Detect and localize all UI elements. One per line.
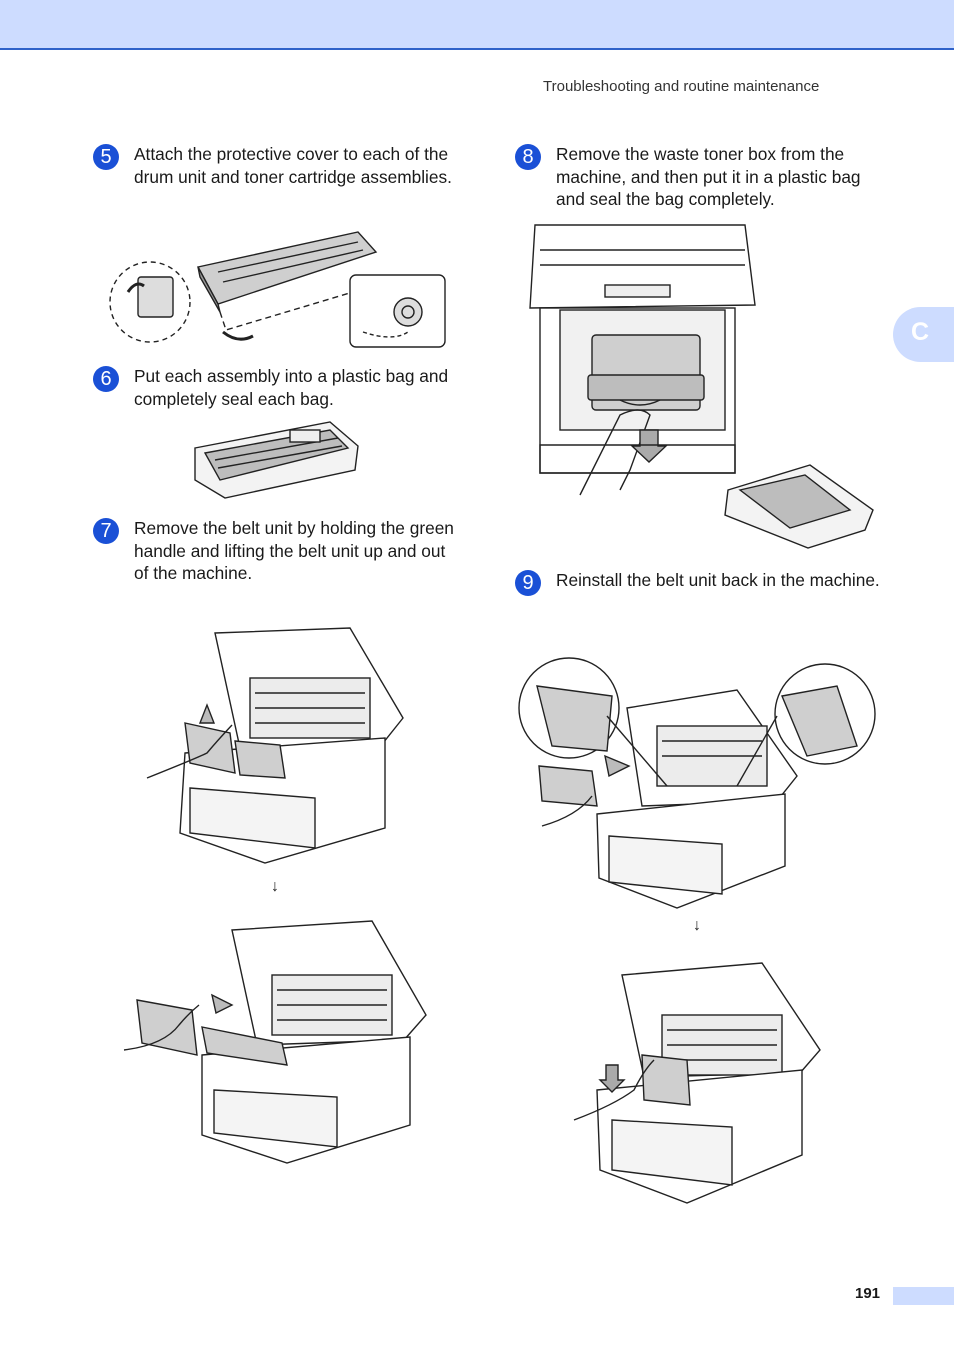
step-6: 6 Put each assembly into a plastic bag a…: [93, 365, 463, 410]
step-text: Put each assembly into a plastic bag and…: [134, 366, 449, 409]
step-text: Reinstall the belt unit back in the mach…: [556, 570, 880, 590]
step-9: 9 Reinstall the belt unit back in the ma…: [515, 569, 885, 596]
step-8: 8 Remove the waste toner box from the ma…: [515, 143, 885, 211]
drum-toner-cover-illustration: [108, 222, 448, 352]
top-header-band: [0, 0, 954, 50]
chapter-tab: C: [893, 307, 954, 362]
step-7: 7 Remove the belt unit by holding the gr…: [93, 517, 463, 585]
footer-tab: [893, 1287, 954, 1305]
step-number-badge: 9: [515, 570, 541, 596]
step-number-badge: 7: [93, 518, 119, 544]
sequence-arrow: ↓: [271, 878, 279, 895]
step-number-badge: 8: [515, 144, 541, 170]
step-text: Remove the waste toner box from the mach…: [556, 144, 861, 210]
step-number-badge: 5: [93, 144, 119, 170]
belt-reinstall-guide-illustration: [517, 656, 879, 912]
step-5: 5 Attach the protective cover to each of…: [93, 143, 463, 188]
page-number: 191: [855, 1285, 881, 1302]
running-head: Troubleshooting and routine maintenance: [543, 78, 820, 95]
step-number-badge: 6: [93, 366, 119, 392]
step-text: Remove the belt unit by holding the gree…: [134, 518, 454, 584]
waste-toner-box-illustration: [520, 220, 876, 552]
step-text: Attach the protective cover to each of t…: [134, 144, 452, 187]
chapter-tab-label: C: [911, 318, 930, 346]
sequence-arrow: ↓: [693, 917, 701, 934]
belt-removal-out-illustration: [122, 915, 430, 1167]
belt-reinstall-insert-illustration: [572, 955, 824, 1207]
bagged-assembly-illustration: [190, 418, 362, 500]
belt-removal-lift-illustration: [145, 623, 407, 871]
